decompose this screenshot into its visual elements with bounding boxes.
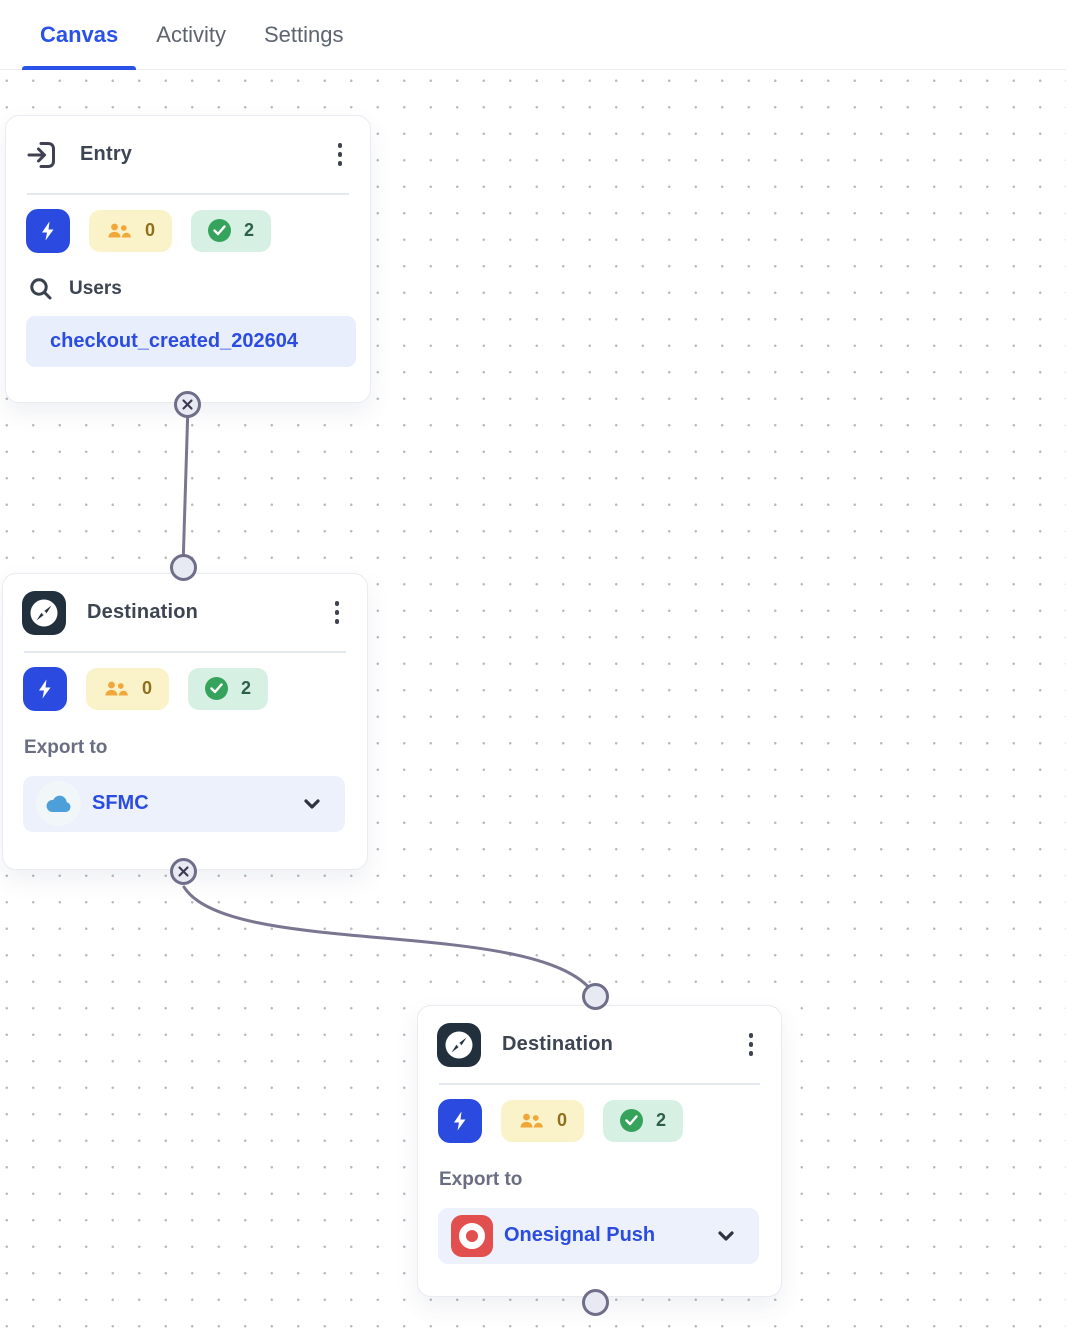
users-count-value: 0 [145,220,156,240]
lightning-badge-icon[interactable] [26,208,70,253]
compass-icon [22,590,66,635]
node-card-destination-onesignal[interactable]: Destination 0 [417,1005,782,1297]
node-card-destination-sfmc[interactable]: Destination 0 [2,573,368,870]
search-icon [28,276,54,302]
tab-settings[interactable]: Settings [246,0,362,69]
kebab-menu-icon[interactable] [741,1027,762,1062]
node-title: Destination [502,1033,614,1055]
check-icon [205,677,229,700]
export-to-label: Export to [439,1168,523,1190]
users-count-badge[interactable]: 0 [86,667,170,710]
entry-card-header: Entry [6,116,370,193]
tab-activity-label: Activity [156,21,226,47]
destination2-card-header: Destination [418,1006,781,1083]
destination-value: SFMC [92,792,149,814]
compass-icon [437,1022,481,1067]
onesignal-icon [451,1214,493,1257]
kebab-menu-icon[interactable] [327,595,348,630]
check-icon [620,1109,644,1132]
people-icon [106,219,132,243]
card-divider [24,651,346,653]
destination-value: Onesignal Push [504,1224,656,1246]
salesforce-cloud-icon [36,781,81,826]
success-count-value: 2 [656,1110,667,1130]
success-count-badge[interactable]: 2 [191,209,272,252]
users-count-value: 0 [557,1110,568,1130]
tab-canvas[interactable]: Canvas [22,0,137,70]
chevron-down-icon [714,1224,738,1248]
destination2-input-port[interactable] [582,983,609,1010]
users-count-badge[interactable]: 0 [501,1099,585,1142]
workflow-canvas[interactable]: Entry 0 [0,70,1066,1332]
destination1-card-header: Destination [3,574,367,651]
success-count-badge[interactable]: 2 [603,1099,684,1142]
destination2-badge-row: 0 2 [438,1098,781,1143]
people-icon [518,1109,544,1133]
connector-lines [181,403,598,999]
entry-segment-chip[interactable]: checkout_created_202604 [26,315,356,367]
entry-section-label: Users [69,277,122,299]
node-card-entry[interactable]: Entry 0 [5,115,371,403]
tab-activity[interactable]: Activity [138,0,244,69]
check-icon [208,219,232,242]
people-icon [103,677,129,701]
node-title: Entry [80,143,133,165]
edge-destination1-to-destination2[interactable] [182,885,598,999]
lightning-badge-icon[interactable] [23,666,67,711]
users-count-badge[interactable]: 0 [89,209,173,252]
card-divider [439,1083,760,1085]
destination-select-sfmc[interactable]: SFMC [23,775,345,832]
destination1-input-port[interactable] [170,554,197,581]
tab-canvas-label: Canvas [40,21,119,47]
lightning-badge-icon[interactable] [438,1098,482,1143]
entry-badge-row: 0 2 [26,208,370,253]
kebab-menu-icon[interactable] [330,137,351,172]
destination1-badge-row: 0 2 [23,666,367,711]
tab-settings-label: Settings [263,21,344,47]
destination2-output-port[interactable] [582,1289,609,1316]
destination1-output-port-disconnect-icon[interactable] [170,858,197,885]
success-count-value: 2 [244,220,255,240]
users-count-value: 0 [142,678,153,698]
entry-users-section: Users [28,276,370,302]
node-title: Destination [87,601,199,623]
card-divider [27,193,349,195]
destination-select-onesignal[interactable]: Onesignal Push [438,1207,759,1264]
entry-segment-value: checkout_created_202604 [50,329,298,352]
tab-bar: Canvas Activity Settings [0,0,1066,70]
chevron-down-icon [300,792,324,816]
export-to-label: Export to [24,736,108,758]
entry-output-port-disconnect-icon[interactable] [174,391,201,418]
entry-icon [25,138,59,172]
success-count-badge[interactable]: 2 [188,667,269,710]
success-count-value: 2 [241,678,252,698]
edge-entry-to-destination1[interactable] [181,403,190,569]
